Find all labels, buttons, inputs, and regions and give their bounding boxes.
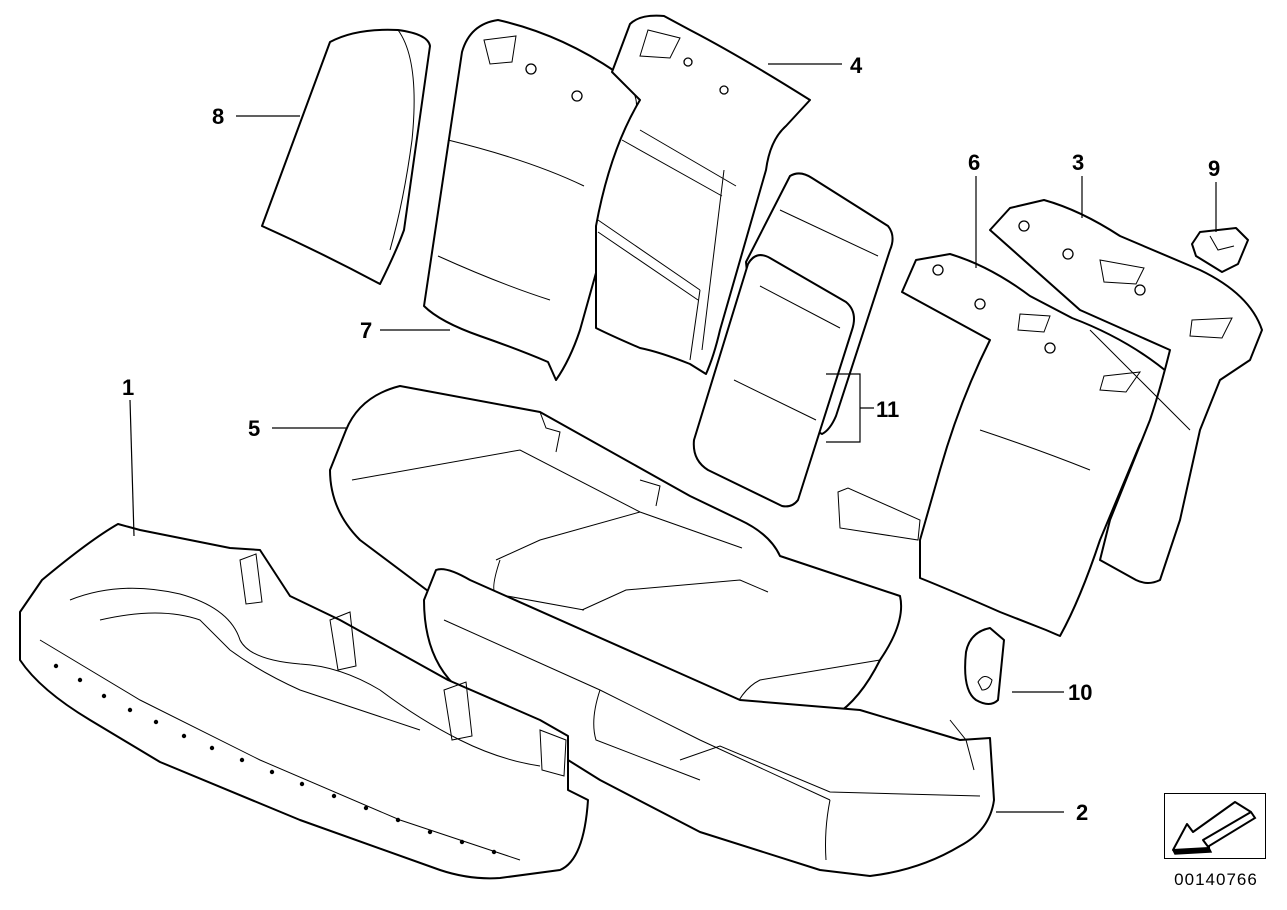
arrow-back-icon (1172, 801, 1257, 855)
callout-2: 2 (1076, 800, 1088, 825)
part-11-center-armrest[interactable] (692, 172, 894, 508)
navigation-arrow-button[interactable] (1164, 793, 1266, 859)
document-number: 00140766 (1174, 870, 1258, 889)
callout-6: 6 (968, 150, 980, 175)
part-4-backrest-frame[interactable] (595, 14, 811, 375)
part-6-backrest-cover-right[interactable] (837, 253, 1174, 637)
leader-lines (129, 63, 1217, 813)
callout-labels: 1 2 3 4 5 6 7 8 9 10 11 (122, 53, 1220, 825)
part-8-side-panel[interactable] (261, 28, 431, 285)
part-3-backrest-frame-right[interactable] (989, 199, 1263, 584)
callout-11: 11 (876, 397, 899, 422)
part-10-cover-cap[interactable] (964, 627, 1005, 705)
part-9-clip[interactable] (1191, 227, 1249, 273)
callout-5: 5 (248, 416, 260, 441)
part-2-seat-base[interactable] (423, 568, 995, 877)
callout-8: 8 (212, 104, 224, 129)
callout-7: 7 (360, 318, 372, 343)
callout-9: 9 (1208, 156, 1220, 181)
callout-4: 4 (850, 53, 863, 78)
callout-10: 10 (1068, 680, 1092, 705)
callout-1: 1 (122, 375, 134, 400)
callout-3: 3 (1072, 150, 1084, 175)
part-1-seat-frame[interactable] (19, 523, 589, 880)
frame-dots (53, 663, 497, 855)
